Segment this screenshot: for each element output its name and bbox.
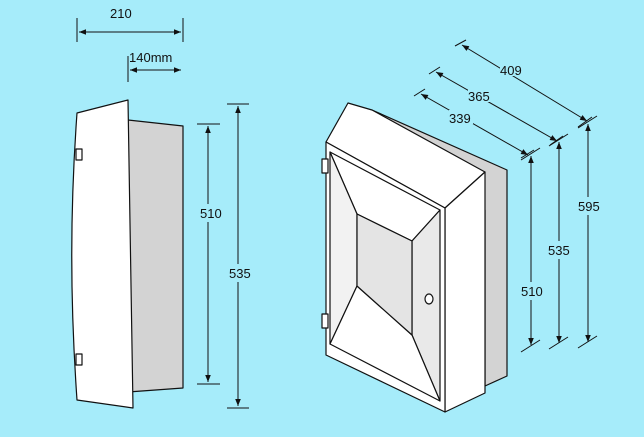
label-365: 365 <box>468 89 490 104</box>
iso-inner-panel <box>356 213 413 336</box>
dim-iso-depth-339: 339 <box>413 88 535 159</box>
label-535-iso: 535 <box>548 243 570 258</box>
label-510-iso: 510 <box>521 284 543 299</box>
iso-lock-icon <box>424 293 434 305</box>
label-140mm: 140mm <box>129 50 172 65</box>
iso-view: 409 365 339 510 <box>321 39 601 413</box>
label-339: 339 <box>449 111 471 126</box>
dim-side-height-inner: 510 <box>197 123 224 385</box>
dim-iso-height-535: 535 <box>548 133 572 350</box>
iso-frame-side <box>444 171 486 413</box>
side-hinge-top <box>75 148 83 161</box>
dim-side-height-total: 535 <box>227 103 254 409</box>
dim-side-width-total: 210 <box>76 6 184 42</box>
side-body <box>127 119 184 393</box>
iso-hinge-top <box>321 158 329 174</box>
side-front-frame <box>71 99 134 409</box>
label-210: 210 <box>110 6 132 21</box>
label-535-side: 535 <box>229 266 251 281</box>
dim-iso-depth-365: 365 <box>428 66 564 146</box>
dim-iso-height-510: 510 <box>520 147 544 353</box>
label-595: 595 <box>578 199 600 214</box>
dim-side-width-body: 140mm <box>127 50 181 82</box>
dim-iso-depth-409: 409 <box>454 39 593 128</box>
label-510-side: 510 <box>200 206 222 221</box>
side-hinge-bottom <box>75 353 83 366</box>
label-409: 409 <box>500 63 522 78</box>
dim-iso-height-595: 595 <box>577 115 601 349</box>
iso-hinge-bottom <box>321 313 329 329</box>
side-view: 210 140mm 510 535 <box>71 6 254 409</box>
